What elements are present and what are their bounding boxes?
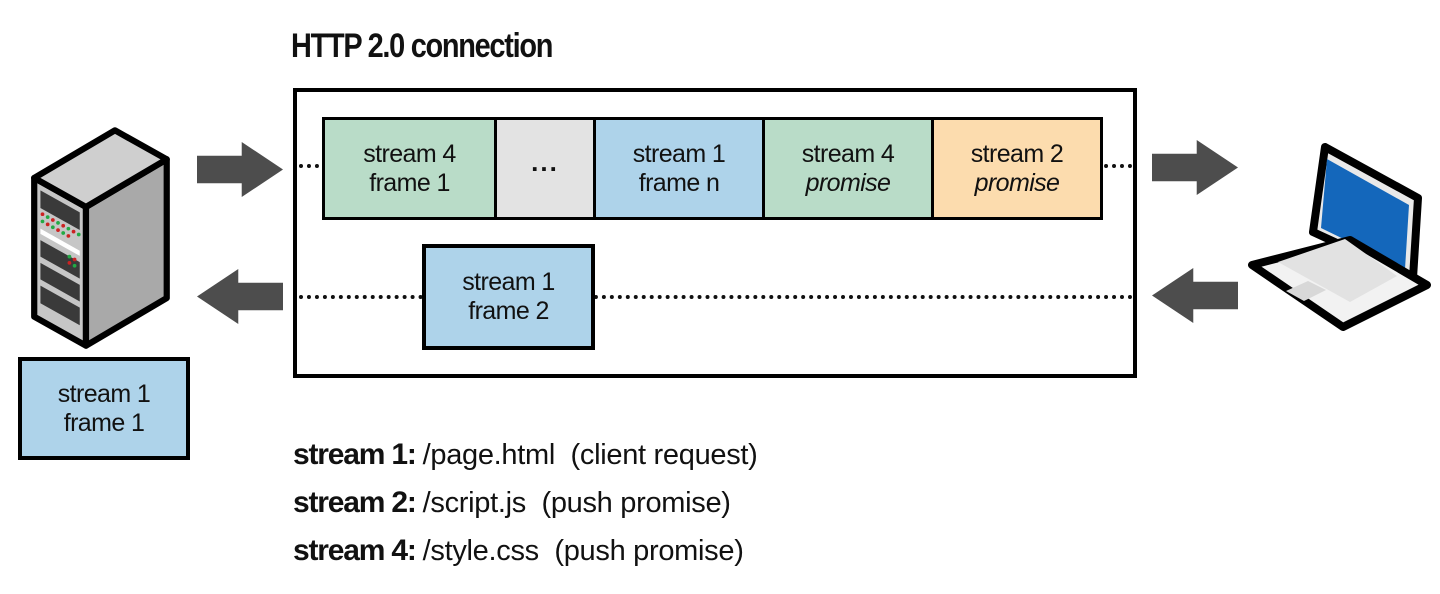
client-outbound-arrow-icon (1152, 268, 1238, 323)
legend-line-stream2: stream 2:/script.js (push promise) (293, 479, 758, 527)
frame-line2: frame n (638, 168, 720, 197)
frame-stream2-promise: stream 2 promise (931, 117, 1103, 220)
frame-stream1-framen: stream 1 frame n (593, 117, 765, 220)
legend-label: stream 2: (293, 486, 417, 519)
ellipsis-dots: ... (531, 147, 559, 178)
response-stream-dotted-line (299, 295, 1133, 299)
legend-text: /script.js (push promise) (422, 487, 731, 519)
frame-line2-promise: promise (805, 168, 891, 197)
frame-line2: frame 2 (468, 297, 549, 325)
frame-stream1-frame2: stream 1 frame 2 (422, 244, 595, 350)
laptop-icon (1248, 143, 1431, 331)
server-outbound-arrow-icon (197, 142, 283, 197)
legend-line-stream1: stream 1:/page.html (client request) (293, 431, 758, 479)
server-inbound-arrow-icon (197, 269, 283, 324)
frame-line2-promise: promise (974, 168, 1060, 197)
frame-line1: stream 1 (57, 379, 151, 408)
frame-line2: frame 1 (63, 408, 145, 437)
legend-line-stream4: stream 4:/style.css (push promise) (293, 527, 758, 575)
frame-ellipsis: ... (494, 117, 596, 220)
laptop-keyboard (1278, 239, 1397, 302)
frame-line1: stream 1 (462, 268, 555, 296)
server-led-lights (40, 212, 81, 268)
frame-line2: frame 1 (369, 168, 450, 197)
frame-line1: stream 1 (632, 139, 726, 168)
server-icon (31, 127, 170, 349)
legend-text: /style.css (push promise) (422, 535, 744, 567)
laptop-trackpad (1286, 281, 1326, 301)
frame-stream4-frame1: stream 4 frame 1 (322, 117, 497, 220)
frame-stream4-promise: stream 4 promise (762, 117, 934, 220)
diagram-title: HTTP 2.0 connection (291, 27, 553, 65)
laptop-screen (1321, 159, 1409, 269)
legend-text: /page.html (client request) (422, 439, 758, 471)
frame-line1: stream 4 (363, 139, 456, 168)
frame-stream1-frame1: stream 1 frame 1 (18, 357, 190, 460)
frame-line1: stream 4 (801, 139, 895, 168)
request-frames-row: stream 4 frame 1 ... stream 1 frame n st… (322, 117, 1103, 220)
client-inbound-arrow-icon (1152, 140, 1238, 195)
stream-legend: stream 1:/page.html (client request) str… (293, 431, 758, 575)
legend-label: stream 1: (293, 438, 417, 471)
frame-line1: stream 2 (970, 139, 1064, 168)
legend-label: stream 4: (293, 534, 417, 567)
